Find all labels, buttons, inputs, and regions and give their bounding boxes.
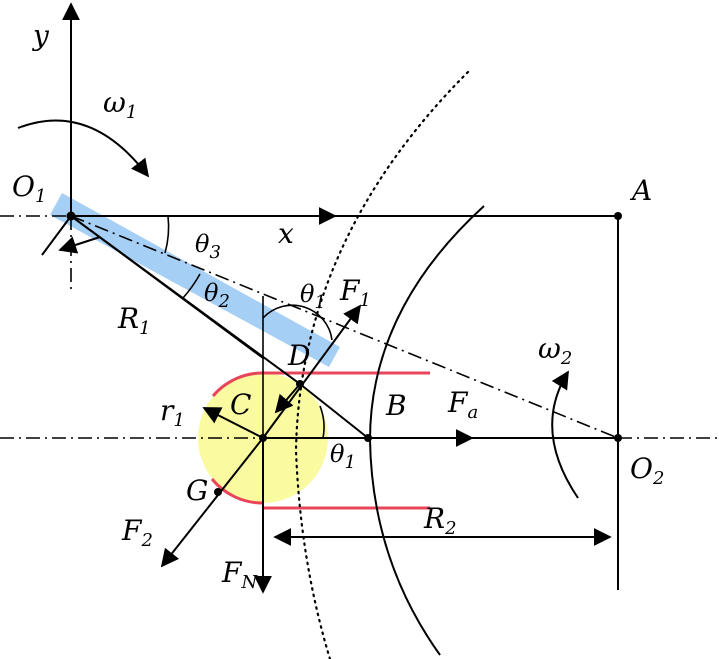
label-Fa: Fa bbox=[447, 386, 478, 423]
r1-arrow bbox=[202, 407, 264, 439]
theta1-bottom-arc bbox=[319, 405, 325, 439]
wheel2-arc bbox=[368, 205, 485, 656]
label-F2: F2 bbox=[121, 514, 153, 551]
label-O1: O1 bbox=[12, 170, 46, 207]
R1-tick bbox=[41, 215, 72, 256]
label-B: B bbox=[385, 389, 407, 422]
label-G: G bbox=[186, 474, 208, 507]
label-theta3: θ3 bbox=[195, 230, 221, 263]
label-omega2: ω2 bbox=[538, 332, 572, 369]
R1-line bbox=[70, 215, 264, 359]
label-D: D bbox=[287, 339, 310, 372]
label-FN: FN bbox=[221, 556, 258, 593]
label-C: C bbox=[230, 388, 251, 421]
line-D-B bbox=[299, 383, 369, 439]
F1-arrow bbox=[262, 304, 362, 439]
label-theta1-top: θ1 bbox=[300, 280, 326, 313]
contact-arc-bottom bbox=[210, 478, 264, 505]
label-theta1-bottom: θ1 bbox=[330, 440, 356, 473]
label-F1: F1 bbox=[339, 274, 371, 311]
wheel1-dotted-arc bbox=[294, 70, 470, 659]
point-C bbox=[259, 434, 267, 442]
omega1-rotation-arrow bbox=[17, 119, 150, 178]
point-O1 bbox=[66, 211, 76, 221]
point-G bbox=[214, 488, 222, 496]
theta2-arc bbox=[182, 273, 201, 299]
point-A bbox=[614, 212, 622, 220]
label-R1: R1 bbox=[117, 302, 151, 339]
theta3-arc bbox=[164, 215, 170, 254]
label-O2: O2 bbox=[630, 452, 664, 489]
label-omega1: ω1 bbox=[103, 86, 137, 123]
label-y: y bbox=[31, 19, 50, 52]
theta1-top-arc bbox=[262, 304, 333, 341]
label-theta2: θ2 bbox=[204, 279, 230, 312]
label-r1: r1 bbox=[160, 394, 185, 431]
label-x: x bbox=[278, 217, 294, 250]
omega2-rotation-arrow bbox=[551, 370, 579, 499]
label-R2: R2 bbox=[423, 502, 457, 539]
contact-arc-top bbox=[211, 371, 264, 397]
point-B bbox=[364, 434, 372, 442]
point-O2 bbox=[614, 434, 622, 442]
R1-arrow bbox=[58, 236, 101, 254]
F2-arrow bbox=[160, 437, 264, 568]
label-A: A bbox=[629, 174, 652, 207]
C-D-arrow bbox=[274, 383, 301, 414]
point-D bbox=[296, 380, 304, 388]
